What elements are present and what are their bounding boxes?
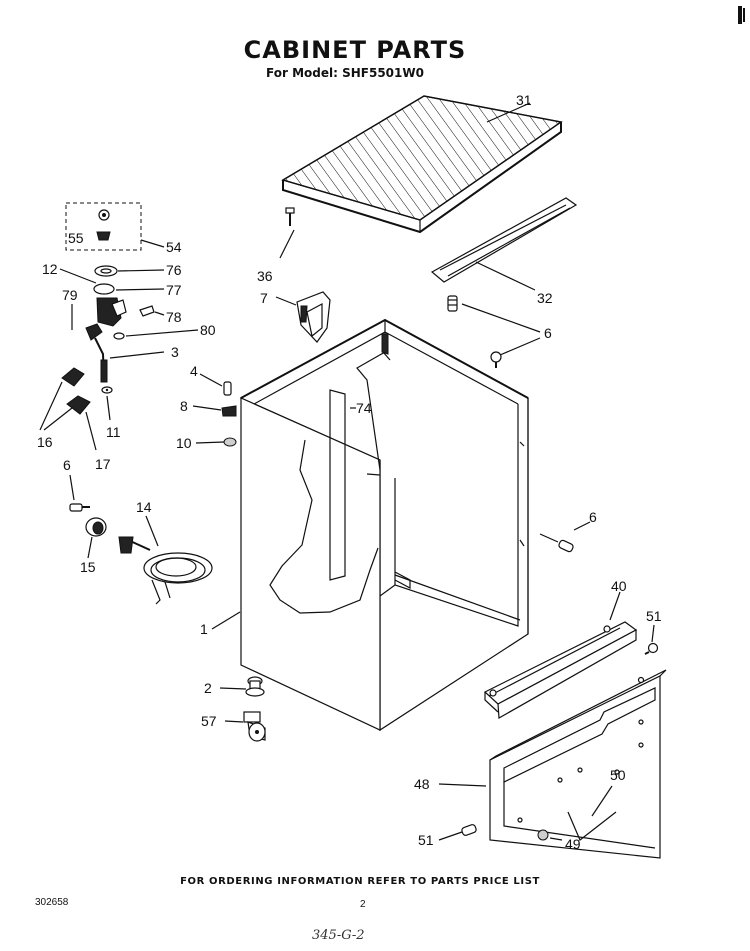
corner-mark-2 (743, 8, 745, 22)
access-panel-48 (489, 669, 667, 859)
callout-31: 31 (516, 92, 532, 108)
callout-12: 12 (42, 261, 58, 277)
callout-49: 49 (565, 836, 581, 852)
callout-78: 78 (166, 309, 182, 325)
callout-77: 77 (166, 282, 182, 298)
callout-6-right: 6 (589, 509, 597, 525)
callout-76: 76 (166, 262, 182, 278)
callout-80: 80 (200, 322, 216, 338)
control-valve-assembly (85, 265, 155, 383)
handwritten-note: 345-G-2 (312, 928, 365, 943)
vent-bracket-7 (296, 291, 331, 343)
callout-48: 48 (414, 776, 430, 792)
callout-8: 8 (180, 398, 188, 414)
page-title: CABINET PARTS (243, 36, 467, 64)
callout-51-left: 51 (418, 832, 434, 848)
callout-1: 1 (200, 621, 208, 637)
model-subtitle: For Model: SHF5501W0 (266, 66, 424, 80)
callout-3: 3 (171, 344, 179, 360)
callout-6-top: 6 (544, 325, 552, 341)
corner-mark (738, 6, 742, 24)
screw-36 (285, 207, 295, 226)
cap-assembly-box (65, 202, 142, 251)
callout-79: 79 (62, 287, 78, 303)
ordering-footer: FOR ORDERING INFORMATION REFER TO PARTS … (180, 876, 540, 887)
screw-6-top (490, 351, 502, 368)
callout-55: 55 (68, 230, 84, 246)
callout-17: 17 (95, 456, 111, 472)
top-panel (281, 95, 563, 234)
screw-6-left (69, 503, 90, 512)
callout-4: 4 (190, 363, 198, 379)
caster-57 (243, 711, 266, 742)
callout-16: 16 (37, 434, 53, 450)
callout-6-left: 6 (63, 457, 71, 473)
cabinet-body (239, 318, 529, 732)
leveling-foot-2 (245, 676, 265, 697)
callout-40: 40 (611, 578, 627, 594)
screw-6-right (558, 539, 574, 553)
callout-51-right: 51 (646, 608, 662, 624)
screw-51-left (461, 824, 477, 836)
callout-2: 2 (204, 680, 212, 696)
callout-57: 57 (201, 713, 217, 729)
top-rail-32 (430, 197, 578, 283)
callout-11: 11 (106, 424, 121, 440)
callout-14: 14 (136, 499, 152, 515)
callout-74: 74 (356, 400, 372, 416)
callout-7: 7 (260, 290, 268, 306)
parts-16-17-11 (61, 367, 113, 415)
knob-15 (85, 517, 107, 537)
power-cord-14 (118, 536, 213, 605)
screw-51-right (644, 642, 659, 655)
callout-10: 10 (176, 435, 192, 451)
callout-50: 50 (610, 767, 626, 783)
parts-4-8-10 (221, 381, 237, 447)
screw-rail (447, 295, 458, 312)
callout-32: 32 (537, 290, 553, 306)
document-number: 302658 (35, 897, 69, 908)
bracket-40 (483, 621, 638, 719)
callout-15: 15 (80, 559, 96, 575)
callout-36: 36 (257, 268, 273, 284)
callout-54: 54 (166, 239, 182, 255)
page-number: 2 (360, 899, 366, 910)
